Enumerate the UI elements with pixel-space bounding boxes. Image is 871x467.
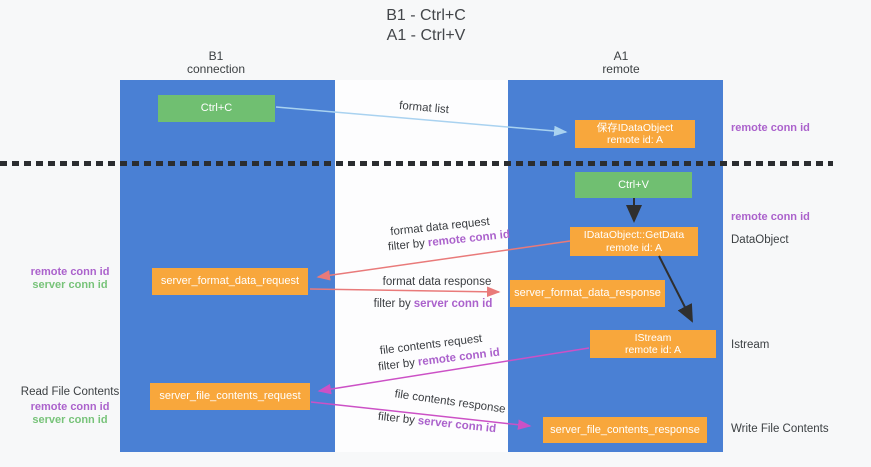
- node-idataobject-getdata: IDataObject::GetData remote id: A: [570, 227, 698, 256]
- node-server-file-contents-request: server_file_contents_request: [150, 383, 310, 410]
- lane-header-a1: A1 remote: [561, 50, 681, 76]
- right-label-remote-conn-id-2: remote conn id: [731, 211, 810, 223]
- node-istream-line2: remote id: A: [624, 344, 682, 356]
- right-label-istream: Istream: [731, 339, 770, 351]
- right-label-remote-conn-id-1: remote conn id: [731, 122, 810, 134]
- node-save-idataobject-line1: 保存IDataObject: [596, 121, 674, 134]
- title-line-1: B1 - Ctrl+C: [386, 7, 466, 24]
- node-save-idataobject: 保存IDataObject remote id: A: [575, 120, 695, 148]
- node-ctrl-v: Ctrl+V: [575, 172, 692, 198]
- lane-a1-role: remote: [602, 62, 640, 76]
- lane-b1-name: B1: [208, 49, 224, 63]
- edge-label-format-data-response: format data response: [382, 276, 492, 288]
- node-save-idataobject-line2: remote id: A: [606, 134, 664, 146]
- node-server-format-data-request: server_format_data_request: [152, 268, 308, 295]
- node-istream-line1: IStream: [634, 331, 672, 344]
- node-format-response-label: server_format_data_response: [514, 287, 661, 300]
- filter-by-text: filter by: [373, 298, 411, 310]
- right-label-write-file-contents: Write File Contents: [731, 423, 829, 435]
- lane-a1-name: A1: [613, 49, 629, 63]
- left-label-server-conn-id-2: server conn id: [32, 414, 108, 426]
- lane-b1-role: connection: [186, 62, 246, 76]
- node-server-format-data-response: server_format_data_response: [510, 280, 665, 307]
- node-getdata-line2: remote id: A: [605, 241, 663, 254]
- node-file-response-label: server_file_contents_response: [550, 423, 700, 436]
- diagram-title: B1 - Ctrl+C A1 - Ctrl+V: [316, 6, 536, 46]
- node-istream: IStream remote id: A: [590, 330, 716, 358]
- phase-separator-dashed-line: [0, 161, 833, 166]
- left-label-server-conn-id-1: server conn id: [32, 279, 108, 291]
- node-ctrl-c: Ctrl+C: [158, 95, 275, 122]
- node-server-file-contents-response: server_file_contents_response: [543, 417, 707, 443]
- left-label-read-file-contents: Read File Contents: [20, 386, 120, 398]
- node-file-request-label: server_file_contents_request: [159, 390, 301, 403]
- node-ctrl-c-label: Ctrl+C: [200, 102, 233, 115]
- left-label-remote-conn-id-2: remote conn id: [30, 401, 110, 413]
- title-line-2: A1 - Ctrl+V: [386, 27, 466, 44]
- server-conn-id-text: server conn id: [413, 298, 493, 310]
- node-getdata-line1: IDataObject::GetData: [583, 229, 685, 241]
- left-label-remote-conn-id-1: remote conn id: [30, 266, 110, 278]
- lane-header-b1: B1 connection: [156, 50, 276, 76]
- right-label-dataobject: DataObject: [731, 234, 789, 246]
- node-format-request-label: server_format_data_request: [160, 275, 300, 288]
- node-ctrl-v-label: Ctrl+V: [618, 178, 649, 191]
